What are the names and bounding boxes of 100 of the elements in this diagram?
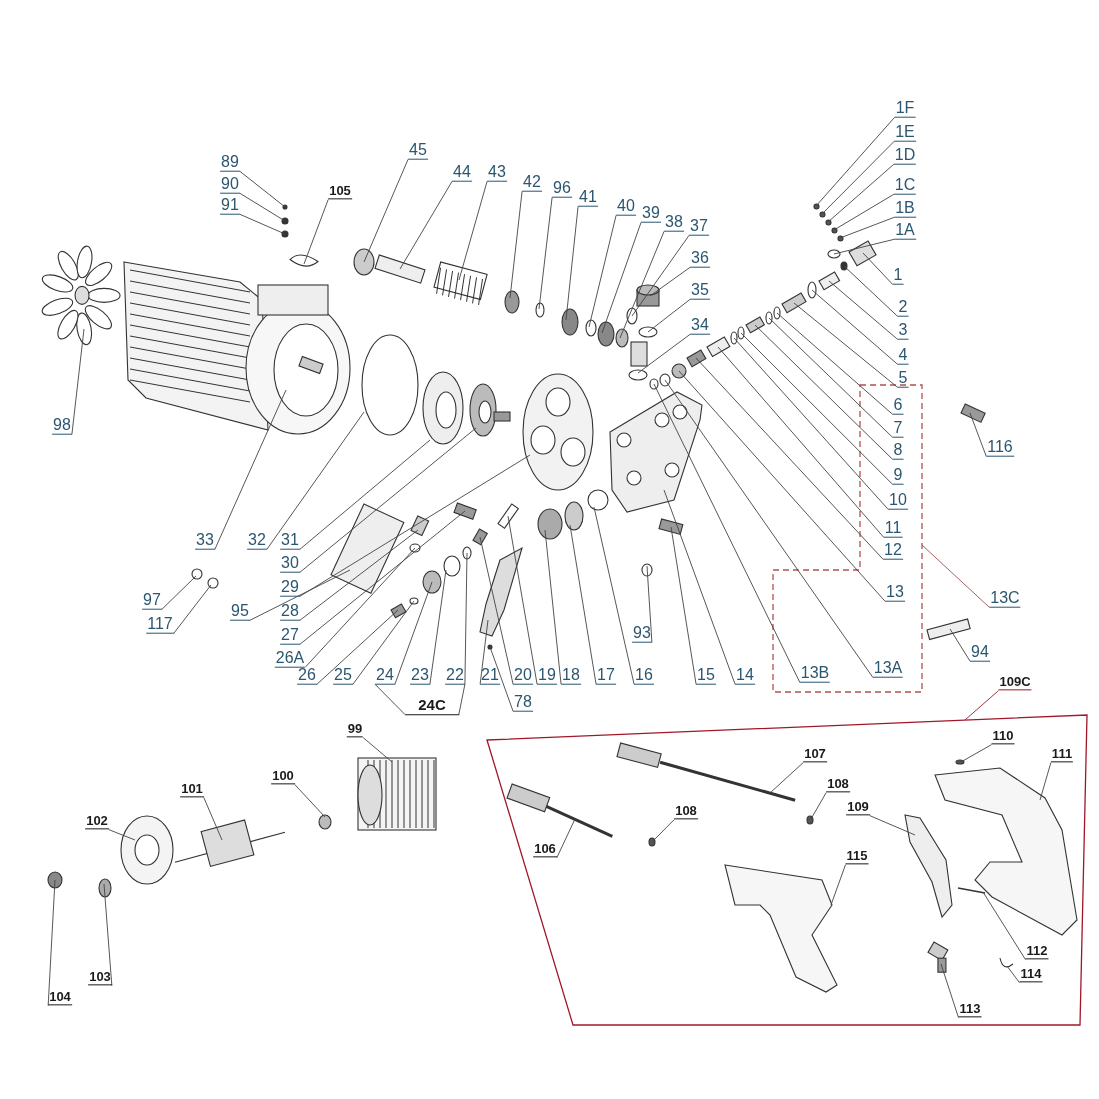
callout-number: 1B	[894, 198, 916, 218]
leader-line	[266, 411, 365, 550]
screw-drawing	[487, 644, 493, 650]
leader-line	[862, 252, 893, 285]
callout-number: 1E	[894, 122, 916, 142]
callout-number: 41	[578, 187, 598, 207]
leader-line	[810, 792, 827, 820]
callout-number: 91	[220, 195, 240, 215]
callout-number: 1F	[894, 98, 916, 118]
leader-line	[768, 317, 893, 438]
leader-line	[299, 529, 419, 621]
callout-number: 102	[85, 814, 109, 830]
callout-number: 99	[346, 722, 364, 738]
leader-line	[47, 879, 56, 1007]
ball-drawing	[840, 261, 848, 271]
o-ring-drawing	[649, 378, 659, 390]
leader-line	[601, 221, 642, 334]
callout-number: 90	[220, 174, 240, 194]
stator-drawing	[357, 757, 437, 831]
leader-line	[362, 737, 393, 763]
motor-drawing	[123, 261, 351, 435]
retainer-disc-drawing	[353, 248, 375, 276]
callout-number: 13A	[872, 658, 904, 678]
callout-number: 112	[1025, 944, 1049, 960]
screw-drawing	[452, 501, 478, 521]
callout-number: 36	[690, 248, 710, 268]
leader-line	[588, 214, 617, 328]
washer-drawing	[671, 363, 687, 379]
callout-number: 108	[674, 804, 698, 820]
callout-number: 109	[846, 800, 870, 816]
callout-number: 78	[513, 692, 533, 712]
callout-number: 16	[634, 665, 654, 685]
callout-number: 23	[410, 665, 430, 685]
callout-number: 11	[883, 518, 903, 538]
callout-number: 32	[247, 530, 267, 550]
callout-number: 28	[280, 601, 300, 621]
o-ring-drawing	[737, 326, 745, 340]
leader-line	[71, 328, 85, 435]
leader-line	[363, 158, 409, 263]
callout-number: 33	[195, 530, 215, 550]
nut-drawing	[564, 501, 584, 531]
leader-line	[458, 180, 488, 281]
ball-drawing	[824, 218, 832, 226]
leader-line	[793, 302, 898, 388]
valve-cap-drawing	[636, 284, 660, 307]
leader-line	[303, 199, 329, 265]
leader-line	[294, 784, 326, 818]
callout-number: 37	[689, 216, 709, 236]
callout-number: 1A	[894, 220, 916, 240]
spring-drawing	[389, 602, 407, 619]
leader-line	[249, 569, 351, 621]
leader-line	[649, 266, 691, 297]
o-ring-drawing	[462, 546, 472, 560]
o-ring-drawing	[535, 302, 545, 318]
leader-line	[982, 891, 1026, 961]
leader-line	[1039, 762, 1052, 801]
leader-line	[299, 510, 466, 645]
callout-number: 4	[897, 345, 909, 365]
lance-drawing	[615, 741, 796, 801]
switch-drawing	[410, 515, 430, 537]
leader-line	[352, 600, 415, 685]
leader-line	[833, 193, 895, 231]
leader-line	[203, 797, 223, 841]
callout-number: 45	[408, 140, 428, 160]
callout-number: 100	[271, 769, 295, 785]
leader-line	[556, 818, 576, 859]
callout-number: 10	[888, 490, 908, 510]
washer-drawing	[281, 230, 289, 238]
callout-number: 1C	[893, 175, 917, 195]
callout-number: 31	[280, 530, 300, 550]
leader-line	[637, 333, 691, 374]
washer-drawing	[827, 249, 841, 259]
callout-number: 2	[897, 297, 909, 317]
leader-line	[740, 332, 893, 485]
leader-line	[479, 619, 489, 685]
seal-housing-drawing	[422, 371, 464, 445]
leader-line	[921, 544, 990, 608]
leader-line	[214, 389, 287, 550]
callout-number: 22	[445, 665, 465, 685]
callout-number: 108	[826, 777, 850, 793]
callout-number: 115	[845, 849, 869, 865]
leader-line	[960, 744, 992, 763]
end-cap-drawing	[120, 815, 174, 885]
callout-number: 3	[897, 320, 909, 340]
callout-number: 24C	[405, 697, 459, 715]
leader-line	[652, 819, 675, 842]
ball-drawing	[830, 226, 838, 234]
fitting-drawing	[927, 940, 949, 973]
leader-line	[429, 569, 447, 685]
nut-drawing	[422, 570, 442, 594]
leader-line	[464, 552, 468, 685]
o-ring-drawing	[638, 326, 658, 338]
o-ring-drawing	[207, 577, 219, 589]
valve-seat-drawing	[744, 316, 766, 334]
callout-number: 43	[487, 162, 507, 182]
callout-number: 7	[892, 418, 904, 438]
o-ring-drawing	[659, 373, 671, 387]
sleeve-drawing	[780, 292, 807, 314]
valve-drawing	[628, 341, 648, 381]
bracket-line	[374, 683, 406, 716]
